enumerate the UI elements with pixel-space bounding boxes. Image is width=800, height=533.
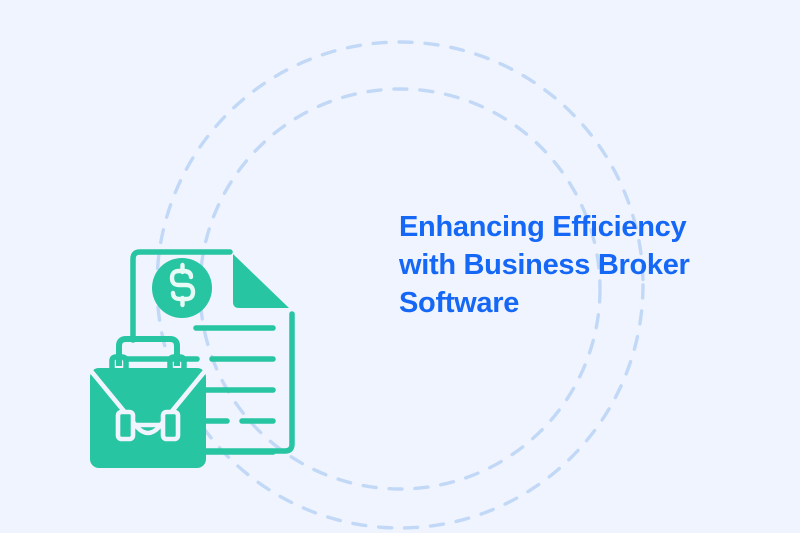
briefcase-buckle-right [160,409,181,442]
document-folded-corner-icon [233,254,289,308]
business-broker-illustration [89,249,295,468]
briefcase-icon [89,336,207,468]
dollar-coin-circle [152,258,212,318]
briefcase-handle [116,336,180,366]
briefcase-buckle-left [115,409,136,442]
document-shape [130,249,295,454]
dollar-coin-icon [152,258,212,318]
briefcase-handle-foot-right [167,354,187,368]
briefcase-body [90,368,206,468]
banner-headline: Enhancing Efficiency with Business Broke… [399,211,690,319]
document-outline-top-left [130,249,233,343]
briefcase-handle-foot-left [109,354,129,368]
document-outline-right-bottom [172,311,295,454]
